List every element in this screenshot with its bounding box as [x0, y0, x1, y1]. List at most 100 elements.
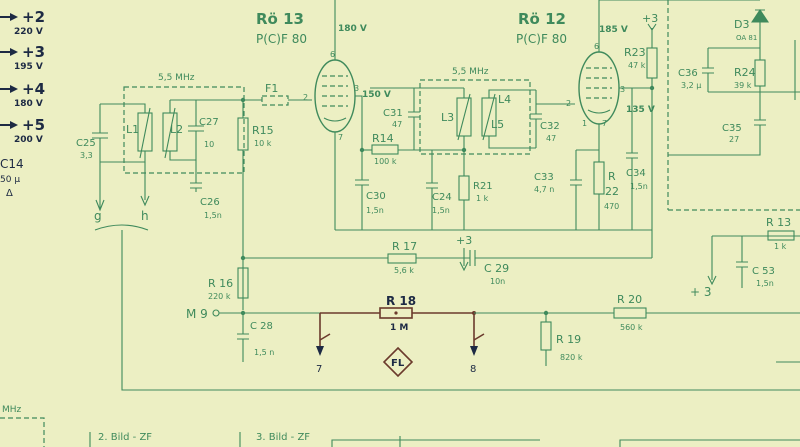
supply-2: +2 220 V: [0, 8, 45, 37]
ferrite-f1: [261, 95, 289, 106]
jack-8-label: 8: [470, 364, 476, 375]
ro12-screen-v: 135 V: [626, 105, 655, 115]
brace: [94, 224, 149, 231]
ro13-type: P(C)F 80: [256, 32, 307, 46]
arrow-down-icon: [707, 236, 717, 286]
pin-6: 6: [330, 50, 335, 59]
resistor-r20: [613, 307, 647, 319]
ro12-anode-v: 185 V: [599, 25, 628, 35]
pin-6: 6: [594, 42, 599, 51]
r22-label: R: [608, 170, 616, 183]
output-row: R 19 820 k R 20 560 k: [474, 293, 800, 366]
d3-label: D3: [734, 18, 749, 31]
pin-2: 2: [566, 99, 571, 108]
resistor-r21: [458, 175, 470, 201]
r24-value: 39 k: [734, 81, 752, 90]
supply-5-volt: 200 V: [14, 135, 43, 145]
r22-value: 470: [604, 202, 619, 211]
c24-value: 1,5n: [432, 206, 450, 215]
f1-label: F1: [265, 82, 278, 95]
capacitor-c31: [408, 100, 420, 150]
supply-4: +4 180 V: [0, 80, 45, 109]
c35-value: 27: [729, 135, 739, 144]
c33-value: 4,7 n: [534, 185, 554, 194]
output-network-ro12: R23 47 k +3 C34 1,5n C33 4,7 n R 22 470: [534, 12, 658, 230]
tuning-arrow-icon: [139, 107, 151, 159]
c53-value: 1,5n: [756, 279, 774, 288]
h-label: h: [141, 209, 149, 223]
jack-7-icon: [316, 346, 324, 356]
bild-zf-2: 2. Bild - ZF: [98, 432, 152, 443]
fl-label: FL: [391, 358, 405, 369]
arrow-head-icon: [10, 121, 18, 129]
ro13-name: Rö 13: [256, 10, 304, 28]
resistor-r14: [371, 144, 399, 155]
capacitor-c27: [188, 104, 204, 150]
supply-2-num: 2: [35, 8, 45, 26]
r23-label: R23: [624, 46, 646, 59]
c14-name: C14: [0, 157, 24, 171]
tuning-arrow-icon: [457, 93, 471, 141]
ro13-anode-v: 180 V: [338, 24, 367, 34]
resistor-r18: [379, 307, 413, 319]
c29-label: C 29: [484, 262, 509, 275]
supply-5: +5 200 V: [0, 116, 45, 145]
c30-value: 1,5n: [366, 206, 384, 215]
resistor-r19: [540, 321, 552, 351]
ro12-name: Rö 12: [518, 10, 566, 28]
capacitor-c36: [702, 47, 760, 92]
adjacent-shield: [0, 417, 45, 447]
supply-5-num: 5: [35, 116, 45, 134]
capacitor-c24: [426, 150, 438, 230]
pin-3: 3: [354, 84, 359, 93]
arrow-up-icon: [647, 23, 657, 31]
svg-text:+2: +2: [22, 8, 45, 26]
c32-label: C32: [540, 121, 560, 132]
r23-value: 47 k: [628, 61, 646, 70]
r18-network: R 18 1 M 7 8 FL: [316, 294, 485, 378]
m9-label: M 9: [186, 307, 208, 321]
supply-4-volt: 180 V: [14, 99, 43, 109]
capacitor-c29: [416, 250, 652, 266]
bandfilter-1-label: 5,5 MHz: [158, 73, 195, 83]
c29-value: 10n: [490, 277, 505, 286]
r18-label: R 18: [386, 294, 416, 308]
r13-network: R 13 1 k + 3 C 53 1,5n: [690, 216, 800, 299]
arrow-head-icon: [10, 13, 18, 21]
resistor-r16: [237, 267, 249, 299]
detector-section: D3 OA 81 R24 39 k C36 3,2 µ C35 27: [652, 0, 800, 211]
tuning-arrow-icon: [164, 107, 176, 159]
bandfilter-2: 5,5 MHz C31 47 L3 L5 L4 C32 47 C24 1,5n …: [370, 67, 575, 272]
pin-1: 1: [582, 119, 587, 128]
detector-shield: [667, 0, 800, 211]
r19-value: 820 k: [560, 353, 583, 362]
ro13-screen-v: 150 V: [362, 90, 391, 100]
pin-3: 3: [620, 85, 625, 94]
mhz-label: MHz: [2, 405, 22, 415]
supply-2-volt: 220 V: [14, 27, 43, 37]
resistor-r22: [593, 161, 605, 195]
arrow-down-icon: [459, 248, 469, 272]
bottom-bus: MHz 2. Bild - ZF 3. Bild - ZF: [0, 230, 800, 447]
capacitor-c25: [92, 104, 108, 200]
supply-4-num: 4: [35, 80, 45, 98]
c14-value: 50 µ: [0, 175, 20, 185]
r14-label: R14: [372, 132, 394, 145]
r13-label: R 13: [766, 216, 791, 229]
plus3-mid: +3: [456, 234, 472, 247]
c25-value: 3,3: [80, 151, 93, 160]
l2-label: L2: [170, 123, 183, 136]
r15-value: 10 k: [254, 139, 272, 148]
pin-7: 7: [338, 133, 343, 142]
diode-d3: [750, 9, 770, 23]
l3-label: L3: [441, 111, 454, 124]
c28-label: C 28: [250, 321, 273, 332]
jack-8-icon: [470, 346, 478, 356]
pin-7: 7: [602, 119, 607, 128]
capacitor-c35: [668, 86, 800, 156]
jack-7-label: 7: [316, 364, 322, 375]
r15-label: R15: [252, 124, 274, 137]
c27-value: 10: [204, 140, 214, 149]
c33-label: C33: [534, 172, 554, 183]
